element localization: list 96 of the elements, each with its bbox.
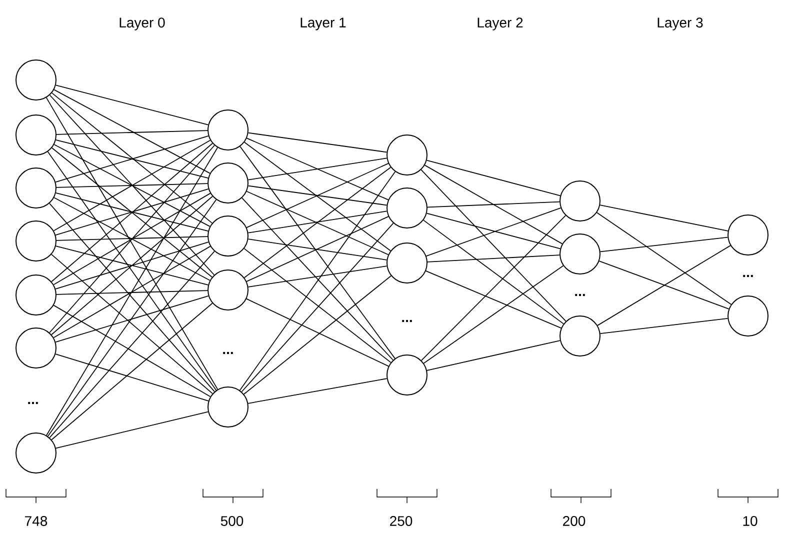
connection-line — [49, 250, 215, 438]
connection-line — [242, 198, 394, 360]
neuron-circle — [386, 242, 428, 284]
neuron-circle — [560, 316, 600, 356]
count-label: 200 — [563, 516, 586, 526]
connection-line — [248, 158, 388, 180]
connection-line — [51, 254, 213, 394]
ellipsis: ... — [402, 320, 412, 322]
connection-line — [246, 216, 389, 282]
connection-line — [55, 295, 209, 343]
count-label: 250 — [390, 516, 412, 526]
count-label: 500 — [220, 516, 244, 526]
count-label: 10 — [743, 516, 758, 526]
connection-line — [56, 130, 208, 135]
neuron-circle — [728, 214, 769, 256]
connection-line — [596, 212, 732, 305]
connection-line — [426, 160, 561, 196]
neuron-circle — [16, 114, 56, 156]
connection-line — [246, 190, 389, 256]
connection-line — [47, 151, 217, 391]
ellipsis: ... — [28, 402, 38, 404]
connection-line — [46, 147, 218, 436]
connection-line — [55, 354, 209, 402]
connection-line — [239, 171, 396, 391]
connection-line — [248, 210, 388, 234]
connection-line — [51, 302, 213, 440]
neuron-circle — [386, 354, 428, 396]
connection-line — [600, 204, 728, 232]
neuron-circle — [16, 60, 56, 100]
connection-line — [248, 238, 388, 260]
connection-line — [55, 84, 209, 126]
connection-line — [600, 236, 728, 252]
connection-line — [426, 212, 561, 250]
connection-line — [47, 199, 217, 437]
neuron-circle — [16, 328, 56, 368]
ellipsis: ... — [743, 274, 753, 278]
layer-label: Layer 2 — [478, 18, 523, 30]
connection-line — [49, 144, 215, 334]
neuron-circle — [16, 168, 56, 208]
neuron-circle — [16, 432, 56, 474]
ellipsis: ... — [223, 352, 233, 354]
connection-line — [425, 270, 562, 328]
connection-line — [244, 142, 391, 252]
connection-line — [426, 207, 562, 257]
neuron-circle — [386, 134, 428, 176]
connection-line — [427, 201, 560, 208]
connection-line — [55, 411, 209, 449]
connection-line — [46, 97, 218, 390]
connection-line — [246, 138, 389, 200]
connection-line — [241, 222, 394, 392]
neuron-circle — [560, 234, 600, 274]
neuron-circle — [208, 386, 248, 428]
connection-line — [424, 164, 563, 244]
connection-line — [423, 265, 564, 364]
connection-line — [49, 202, 215, 392]
connection-line — [248, 266, 388, 288]
neuron-circle — [386, 188, 428, 228]
connection-line — [600, 318, 728, 334]
connection-line — [427, 254, 560, 262]
connection-line — [49, 94, 215, 276]
connection-line — [56, 236, 208, 241]
connection-line — [53, 246, 211, 338]
connection-line — [420, 169, 566, 322]
connection-line — [248, 132, 388, 153]
connection-line — [248, 185, 388, 206]
connection-line — [51, 196, 213, 336]
ellipsis: ... — [575, 294, 585, 296]
connection-line — [54, 89, 210, 174]
connection-line — [240, 146, 396, 359]
connection-line — [244, 248, 392, 363]
neuron-circle — [208, 216, 248, 256]
connection-line — [244, 166, 392, 278]
connection-line — [597, 245, 731, 326]
connection-line — [426, 340, 560, 371]
connection-line — [51, 92, 213, 224]
connection-line — [244, 275, 392, 395]
neuron-circle — [728, 296, 769, 336]
neuron-circle — [16, 220, 56, 262]
connection-line — [421, 215, 566, 361]
count-label: 748 — [25, 516, 48, 526]
neuron-circle — [208, 162, 248, 204]
connection-line — [56, 290, 208, 295]
neuron-circle — [560, 180, 600, 222]
connection-line — [56, 183, 208, 188]
layer-label: Layer 3 — [658, 18, 703, 30]
layer-label: Layer 0 — [120, 18, 165, 30]
neuron-circle — [208, 270, 248, 310]
neuron-circle — [208, 110, 248, 150]
connection-line — [246, 163, 389, 228]
neuron-circle — [16, 274, 56, 316]
connection-line — [53, 304, 211, 398]
connection-line — [423, 220, 564, 324]
connection-line — [248, 378, 388, 404]
layer-label: Layer 1 — [300, 18, 346, 30]
connection-line — [598, 260, 730, 310]
connection-line — [246, 298, 389, 367]
